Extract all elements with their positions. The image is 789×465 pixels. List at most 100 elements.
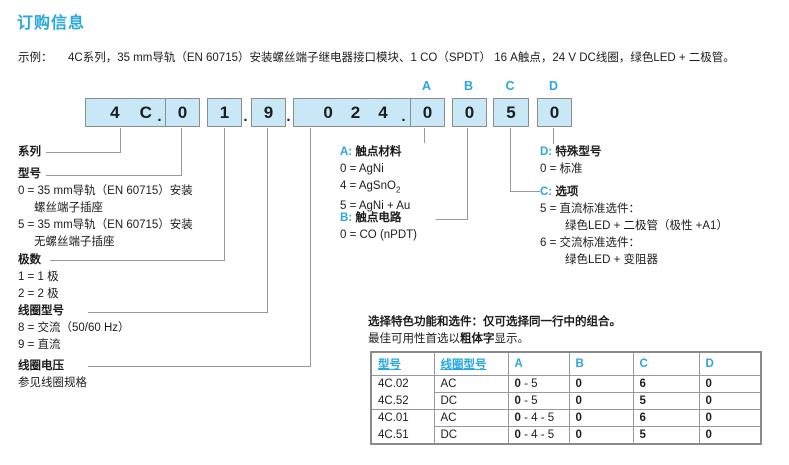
contact-material-option: 0 = AgNi: [340, 163, 384, 175]
code-box-type: 0: [165, 98, 200, 127]
cell-coil: AC: [434, 375, 509, 393]
code-separator-dot: .: [243, 108, 248, 125]
connector-line-series: [120, 128, 121, 153]
options-option-cont: 绿色LED + 二极管（极性 +A1）: [565, 220, 728, 232]
coil-version-option: 9 = 直流: [18, 339, 61, 351]
poles-label: 极数: [18, 254, 41, 266]
header-c: C: [633, 352, 700, 376]
connector-line-coil-version: [88, 312, 268, 313]
cell-b: 0: [569, 392, 634, 410]
cell-b: 0: [569, 409, 634, 427]
options-option: 6 = 交流标准选件：: [540, 237, 641, 249]
coil-voltage-note: 参见线圈规格: [18, 377, 87, 389]
contact-material-label: 触点材料: [355, 146, 402, 158]
options-label: 选项: [555, 186, 579, 198]
header-b: B: [569, 352, 634, 376]
code-letter-a: A: [421, 79, 432, 93]
contact-circuit-label: 触点电路: [355, 212, 402, 224]
code-box-contact-circuit: 0: [452, 98, 487, 127]
legend-contact-circuit: B: 触点电路 0 = CO (nPDT): [340, 210, 417, 244]
contact-circuit-letter: B:: [340, 212, 353, 224]
cell-a: 0 - 4 - 5: [508, 409, 570, 427]
poles-option: 1 = 1 极: [18, 271, 59, 283]
table-row: 4C.51 DC 0 - 4 - 5 0 5 0: [371, 426, 761, 444]
code-letter-b: B: [463, 79, 474, 93]
cell-a: 0 - 5: [508, 392, 570, 410]
cell-coil: AC: [434, 409, 509, 427]
code-box-coil-voltage: 024: [293, 98, 418, 127]
contact-material-option: 4 = AgSnO2: [340, 180, 401, 195]
type-option: 0 = 35 mm导轨（EN 60715）安装: [18, 185, 193, 197]
special-version-label: 特殊型号: [555, 146, 602, 158]
table-row: 4C.01 AC 0 - 4 - 5 0 6 0: [371, 409, 761, 427]
table-header-row: 型号 线圈型号 A B C D: [371, 352, 761, 376]
cell-model: 4C.01: [371, 409, 435, 427]
cell-b: 0: [569, 426, 634, 444]
page-title: 订购信息: [17, 15, 86, 32]
code-box-series: 4C: [85, 98, 177, 127]
special-version-letter: D:: [540, 146, 553, 158]
legend-options: C: 选项 5 = 直流标准选件： 绿色LED + 二极管（极性 +A1） 6 …: [540, 184, 728, 269]
table-row: 4C.02 AC 0 - 5 0 6 0: [371, 375, 761, 393]
contact-circuit-option: 0 = CO (nPDT): [340, 229, 418, 241]
type-option-cont: 无螺丝端子插座: [34, 236, 115, 248]
legend-special-version: D: 特殊型号 0 = 标准: [540, 144, 601, 178]
cell-d: 0: [699, 375, 761, 393]
cell-a: 0 - 4 - 5: [508, 426, 570, 444]
connector-line-contact-circuit: [467, 128, 468, 219]
series-label: 系列: [18, 146, 41, 158]
selection-table: 型号 线圈型号 A B C D 4C.02 AC 0 - 5 0 6 0 4C.…: [370, 351, 762, 445]
connector-line-contact-material: [424, 128, 425, 143]
cell-model: 4C.51: [371, 426, 435, 444]
coil-version-option: 8 = 交流（50/60 Hz）: [18, 322, 130, 334]
cell-d: 0: [705, 429, 712, 441]
code-box-coil-version: 9: [251, 98, 286, 127]
options-letter: C:: [540, 186, 553, 198]
cell-c: 6: [633, 409, 700, 427]
cell-coil: DC: [434, 426, 509, 444]
connector-line-type: [46, 175, 182, 176]
code-box-poles: 1: [207, 98, 242, 127]
code-separator-dot: .: [286, 108, 291, 125]
options-option: 5 = 直流标准选件：: [540, 203, 641, 215]
connector-line-poles: [224, 128, 225, 260]
legend-poles: 极数 1 = 1 极 2 = 2 极: [18, 252, 59, 303]
poles-option: 2 = 2 极: [18, 288, 59, 300]
code-letter-d: D: [548, 79, 559, 93]
subscript: 2: [395, 185, 401, 195]
cell-c: 5: [633, 426, 700, 444]
legend-coil-version: 线圈型号 8 = 交流（50/60 Hz） 9 = 直流: [18, 303, 130, 354]
legend-type: 型号 0 = 35 mm导轨（EN 60715）安装 螺丝端子插座 5 = 35…: [18, 166, 193, 251]
header-d: D: [699, 352, 761, 376]
header-model: 型号: [371, 352, 435, 376]
connector-line-type: [181, 128, 182, 176]
code-box-special-version: 0: [537, 98, 572, 127]
connector-line-contact-circuit: [436, 219, 468, 220]
connector-line-series: [46, 152, 121, 153]
cell-model: 4C.02: [371, 375, 435, 393]
type-label: 型号: [18, 168, 41, 180]
contact-material-option: 5 = AgNi + Au: [340, 200, 411, 213]
connector-line-coil-voltage: [310, 128, 311, 366]
connector-line-special-version: [553, 128, 554, 144]
code-letter-c: C: [505, 79, 515, 93]
legend-coil-voltage: 线圈电压 参见线圈规格: [18, 358, 87, 392]
connector-line-coil-voltage: [88, 366, 311, 367]
header-coil-version: 线圈型号: [434, 352, 509, 376]
code-separator-dot: .: [157, 108, 162, 125]
options-option-cont: 绿色LED + 变阻器: [565, 254, 658, 266]
type-option-cont: 螺丝端子插座: [34, 202, 103, 214]
cell-c: 6: [633, 375, 700, 393]
code-box-options: 5: [493, 98, 529, 127]
example-text: 4C系列，35 mm导轨（EN 60715）安装螺丝端子继电器接口模块、1 CO…: [68, 52, 735, 64]
bold-word: 粗体字: [460, 333, 495, 345]
cell-b: 0: [569, 375, 634, 393]
cell-model: 4C.52: [371, 392, 435, 410]
contact-material-letter: A:: [340, 146, 353, 158]
example-label: 示例：: [18, 52, 53, 64]
selection-note-2: 最佳可用性首选以粗体字显示。: [368, 333, 529, 345]
cell-d: 0: [699, 392, 761, 410]
connector-line-coil-version: [267, 128, 268, 312]
code-box-contact-material: 0: [410, 98, 445, 127]
